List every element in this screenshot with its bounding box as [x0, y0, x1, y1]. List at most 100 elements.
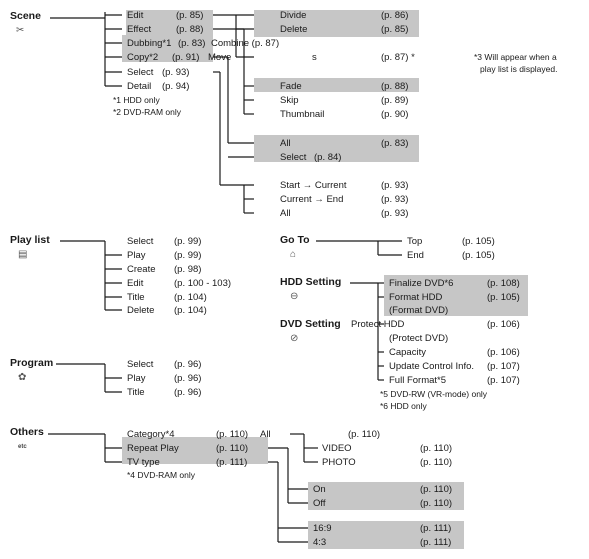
others-item-tv-type: TV type [127, 457, 160, 468]
scene-item-edit: Edit [127, 10, 144, 21]
highlight-repeat-tvtype [122, 437, 268, 464]
tvtype-item-16-9-page: (p. 111) [420, 523, 452, 534]
highlight-hdd-setting [384, 275, 528, 316]
scene-item-select: Select [127, 67, 154, 78]
select-item-start-current-page: (p. 93) [381, 180, 409, 191]
hdd-item-format-hdd: Format HDD [389, 292, 443, 303]
program-heading: Program [10, 357, 54, 369]
scene-item-dubbing-page: (p. 83) [178, 38, 206, 49]
playlist-item-play-page: (p. 99) [174, 250, 202, 261]
highlight-divide-delete [254, 10, 419, 37]
effect-item-fade: Fade [280, 81, 302, 92]
dvd-icon: ⊘ [290, 333, 299, 344]
effect-item-fade-page: (p. 88) [381, 81, 409, 92]
scene-item-dubbing: Dubbing*1 [127, 38, 172, 49]
move-label: Move [208, 52, 232, 63]
others-item-tv-type-page: (p. 111) [216, 457, 248, 468]
copy-item-all-page: (p. 83) [381, 138, 409, 149]
edit-item-divide: Divide [280, 10, 307, 21]
playlist-item-delete-page: (p. 104) [174, 305, 207, 316]
effect-item-skip-page: (p. 89) [381, 95, 409, 106]
program-item-select: Select [127, 359, 154, 370]
others-item-repeat-play-page: (p. 110) [216, 443, 249, 454]
highlight-fade [254, 78, 419, 92]
highlight-tvtype-options [308, 521, 464, 549]
highlight-all-select [254, 135, 419, 162]
go-to-heading: Go To [280, 234, 310, 246]
select-item-all-page: (p. 93) [381, 208, 409, 219]
hdd-item-full-format: Full Format*5 [389, 375, 447, 386]
category-item-all-page: (p. 110) [348, 429, 381, 440]
playlist-item-edit: Edit [127, 278, 144, 289]
playlist-item-play: Play [127, 250, 146, 261]
scene-item-effect: Effect [127, 24, 152, 35]
goto-item-top-page: (p. 105) [462, 236, 495, 247]
tvtype-item-4-3: 4:3 [313, 537, 327, 548]
hdd-item-finalize-dvd-page: (p. 108) [487, 278, 520, 289]
repeat-item-off-page: (p. 110) [420, 498, 453, 509]
scene-item-select-page: (p. 93) [162, 67, 190, 78]
hdd-item-capacity: Capacity [389, 347, 426, 358]
program-item-play: Play [127, 373, 146, 384]
hdd-item-format-hdd-page: (p. 105) [487, 292, 520, 303]
category-item-video: VIDEO [322, 443, 352, 454]
repeat-item-on-page: (p. 110) [420, 484, 453, 495]
protect-page: (p. 106) [487, 319, 520, 330]
category-item-photo-page: (p. 110) [420, 457, 453, 468]
program-item-select-page: (p. 96) [174, 359, 202, 370]
highlight-dubbing-copy [122, 35, 213, 62]
repeat-item-off: Off [313, 498, 326, 509]
hdd-item-update-control-page: (p. 107) [487, 361, 520, 372]
edit-item-delete: Delete [280, 24, 308, 35]
tvtype-item-4-3-page: (p. 111) [420, 537, 452, 548]
copy-item-select-page: (p. 84) [314, 152, 342, 163]
copy-item-all: All [280, 138, 291, 149]
scene-note-1: *1 HDD only [113, 95, 160, 105]
program-icon: ✿ [18, 372, 27, 383]
category-item-video-page: (p. 110) [420, 443, 453, 454]
scene-item-detail: Detail [127, 81, 152, 92]
playlist-item-select: Select [127, 236, 154, 247]
program-item-title-page: (p. 96) [174, 387, 202, 398]
hdd-icon: ⊖ [290, 291, 299, 302]
note-3-line-2: play list is displayed. [480, 64, 558, 74]
playlist-item-delete: Delete [127, 305, 155, 316]
hdd-item-full-format-page: (p. 107) [487, 375, 520, 386]
play-list-heading: Play list [10, 234, 50, 246]
playlist-item-title: Title [127, 292, 145, 303]
select-item-start-current: Start → Current [280, 180, 347, 191]
highlight-scene-edit-effect [126, 10, 213, 35]
playlist-item-edit-page: (p. 100 - 103) [174, 278, 232, 289]
copy-item-select: Select [280, 152, 307, 163]
film-scene-icon: ✂ [16, 25, 25, 36]
program-item-title: Title [127, 387, 145, 398]
program-item-play-page: (p. 96) [174, 373, 202, 384]
edit-item-divide-page: (p. 86) [381, 10, 409, 21]
note-3-line-1: *3 Will appear when a [474, 52, 557, 62]
goto-item-top: Top [407, 236, 423, 247]
go-to-icon: ⌂ [290, 249, 297, 260]
others-item-category-page: (p. 110) [216, 429, 249, 440]
hdd-note-6: *6 HDD only [380, 401, 427, 411]
scene-item-edit-page: (p. 85) [176, 10, 204, 21]
others-item-repeat-play: Repeat Play [127, 443, 179, 454]
playlist-item-title-page: (p. 104) [174, 292, 207, 303]
goto-item-end: End [407, 250, 424, 261]
repeat-item-on: On [313, 484, 326, 495]
effect-item-thumbnail: Thumbnail [280, 109, 325, 120]
effect-item-thumbnail-page: (p. 90) [381, 109, 409, 120]
hdd-note-5: *5 DVD-RW (VR-mode) only [380, 389, 488, 399]
effect-item-skip: Skip [280, 95, 299, 106]
scene-item-detail-page: (p. 94) [162, 81, 190, 92]
tvtype-item-16-9: 16:9 [313, 523, 332, 534]
others-note-4: *4 DVD-RAM only [127, 470, 196, 480]
dvd-setting-heading: DVD Setting [280, 318, 341, 330]
select-item-current-end: Current → End [280, 194, 344, 205]
hdd-item-update-control: Update Control Info. [389, 361, 475, 372]
hdd-item-format-dvd: (Format DVD) [389, 305, 449, 316]
edit-item-delete-page: (p. 85) [381, 24, 409, 35]
combine-label: Combine (p. 87) [211, 38, 280, 49]
select-item-current-end-page: (p. 93) [381, 194, 409, 205]
